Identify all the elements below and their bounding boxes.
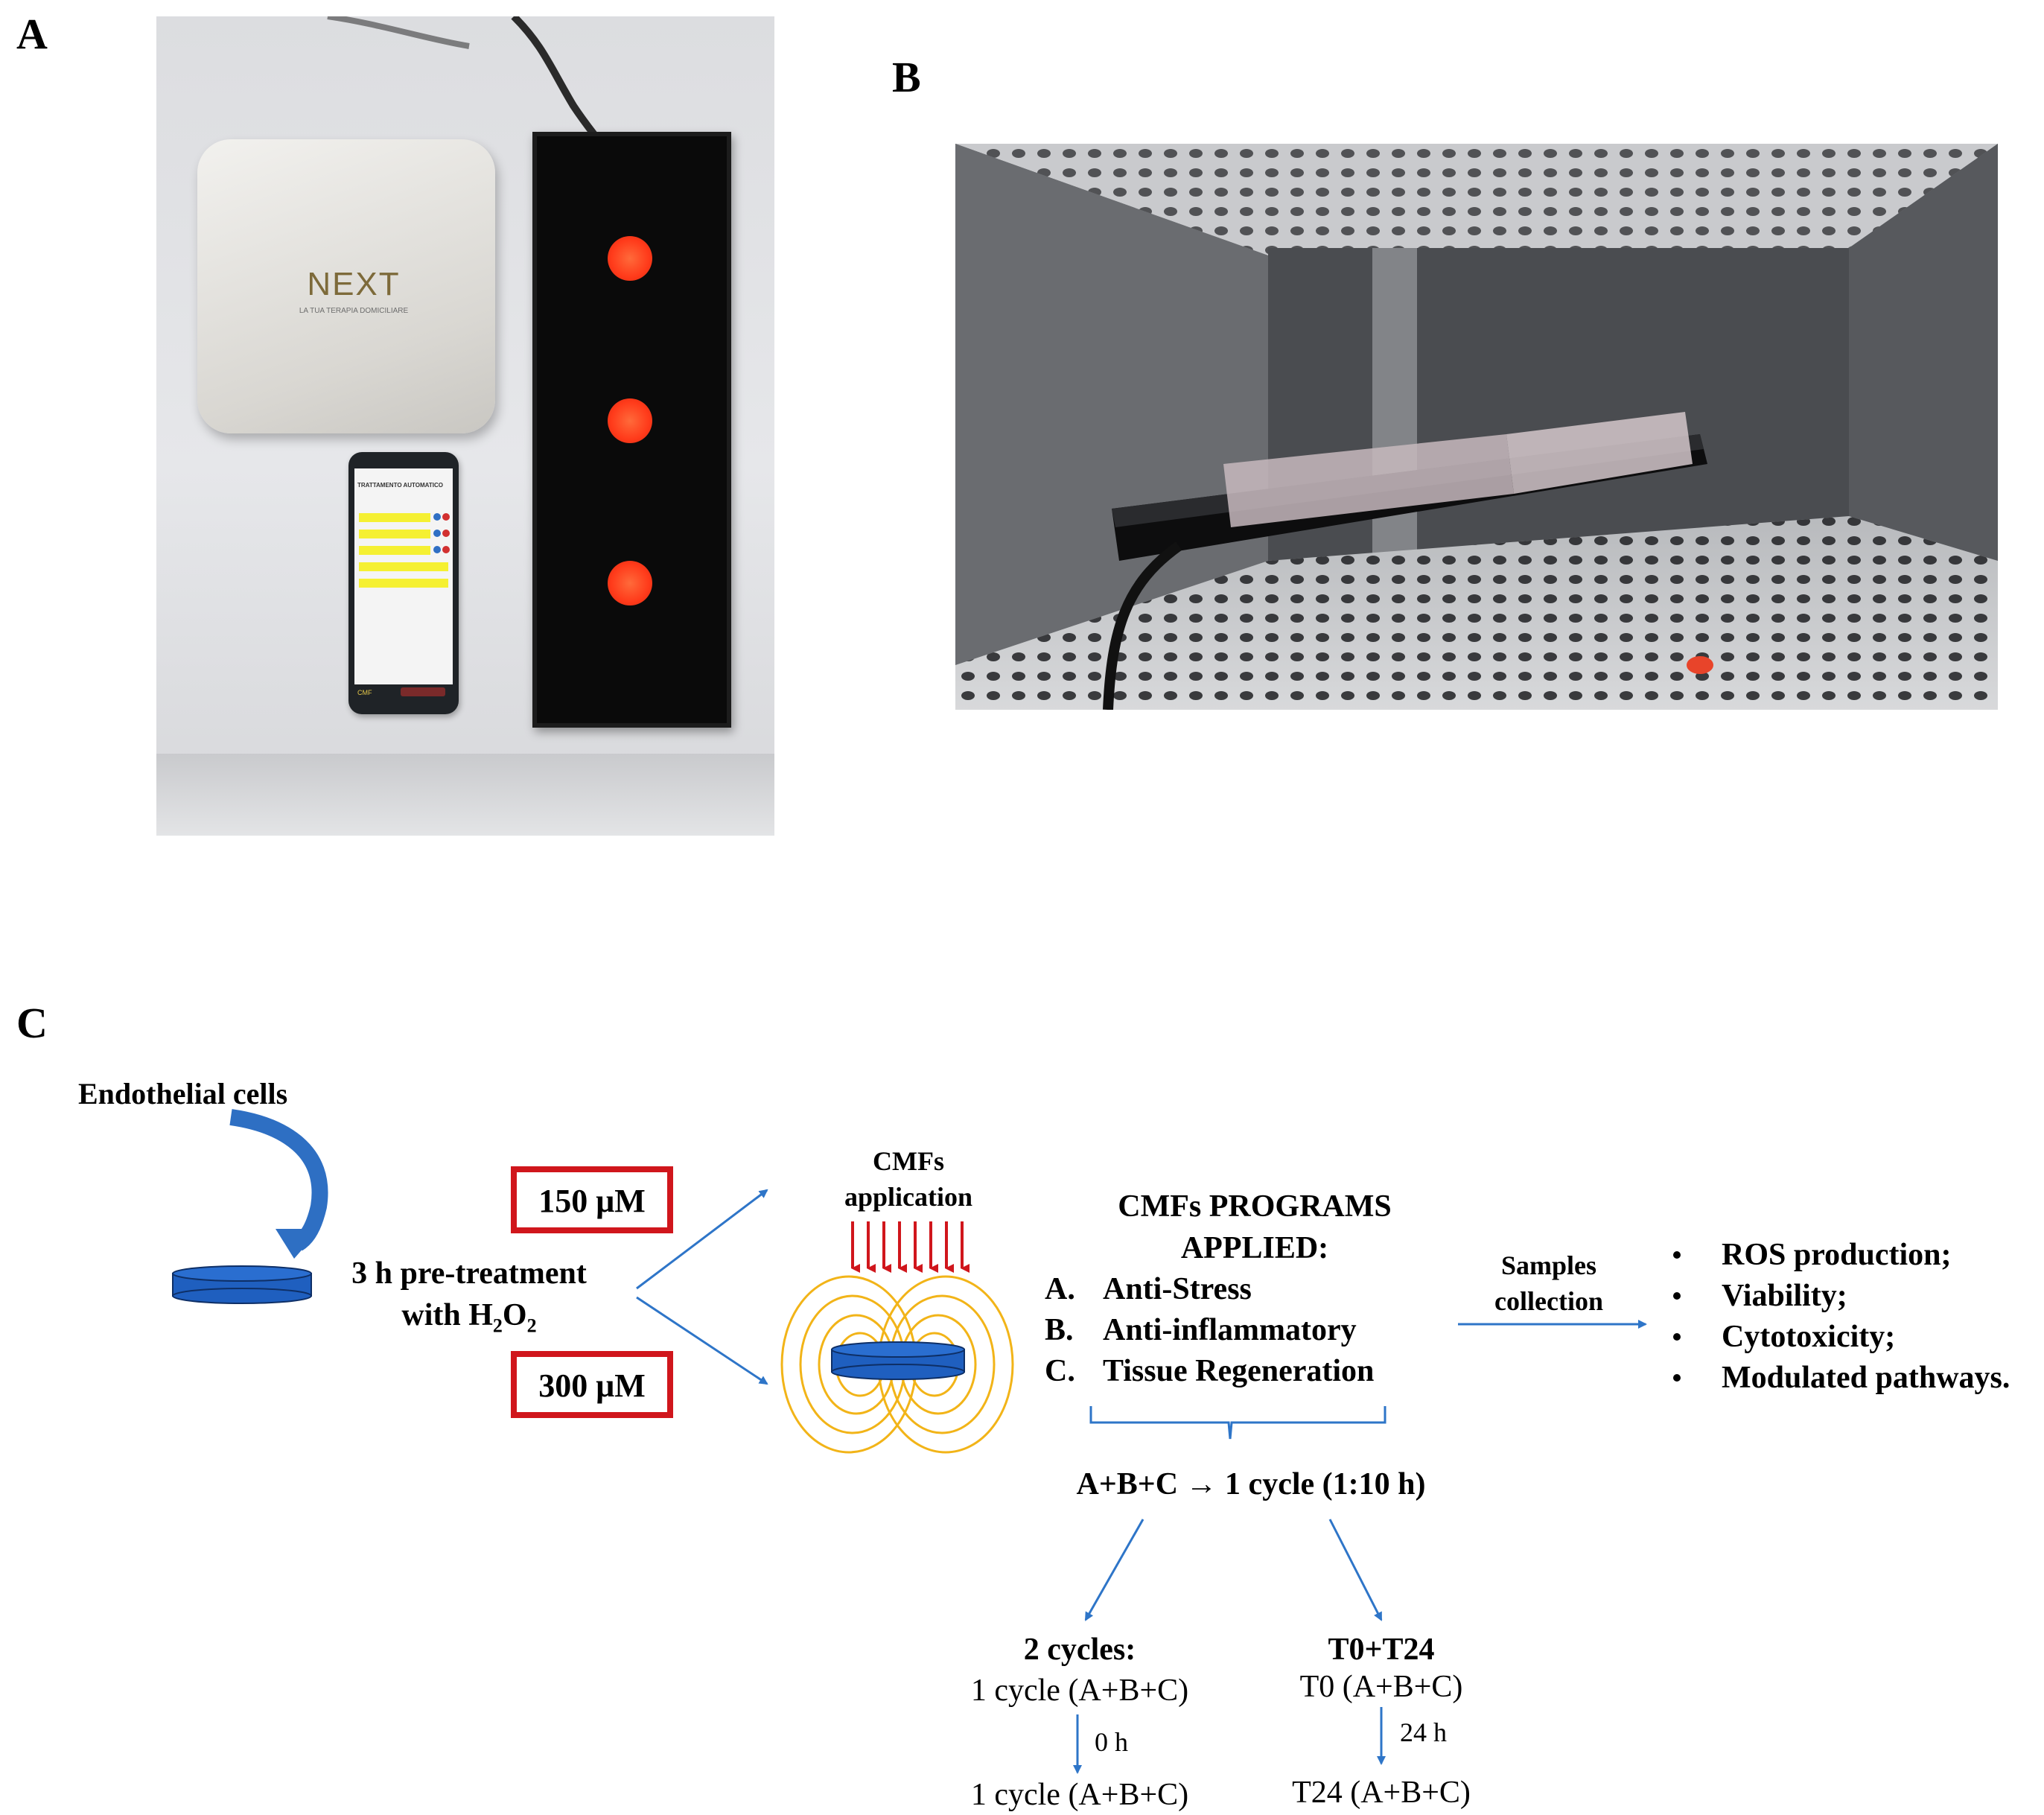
arrow-to-cmf-lower (636, 1296, 768, 1385)
arrow-to-t0-t24 (1328, 1519, 1383, 1621)
pretreatment-label: 3 h pre-treatment with H2O2 (328, 1253, 611, 1347)
panel-label-c: C (16, 999, 48, 1047)
arrow-to-two-cycles (1084, 1519, 1144, 1621)
programs-brace (1089, 1406, 1386, 1440)
cmf-application-line1: CMFs (873, 1146, 944, 1176)
petri-dish-icon (172, 1265, 312, 1304)
pretreatment-line1: 3 h pre-treatment (351, 1256, 587, 1291)
applicator-led-dot (608, 236, 652, 281)
samples-collection-label: Samples collection (1456, 1247, 1642, 1319)
pretreatment-line2: with H2O2 (401, 1298, 537, 1337)
cmf-applicator-mat (532, 132, 731, 728)
outcome-item: Viability; (1722, 1279, 1847, 1313)
t0-t24-title: T0+T24 (1328, 1633, 1435, 1667)
phone-screen-title: TRATTAMENTO AUTOMATICO (357, 482, 443, 489)
program-item: A.Anti-Stress (1045, 1272, 1252, 1306)
cmf-generator-box: NEXT LA TUA TERAPIA DOMICILIARE (197, 139, 495, 433)
cycle-definition: A+B+C → 1 cycle (1:10 h) (1076, 1467, 1426, 1501)
samples-line2: collection (1494, 1286, 1603, 1316)
cells-label: Endothelial cells (78, 1077, 288, 1110)
smartphone: TRATTAMENTO AUTOMATICO CMF (348, 452, 459, 714)
programs-title-line2: APPLIED: (1180, 1231, 1329, 1265)
arrow-to-cmf-upper (636, 1189, 768, 1290)
cmf-application-line2: application (844, 1182, 973, 1212)
outcome-item: Modulated pathways. (1722, 1361, 2010, 1395)
concentration-150: 150 μM (538, 1183, 646, 1219)
bullet-dot (1673, 1333, 1681, 1341)
outcome-item: ROS production; (1722, 1238, 1952, 1272)
applicator-led-dot (608, 561, 652, 605)
bullet-dot (1673, 1251, 1681, 1259)
panel-label-b: B (892, 53, 921, 101)
bullet-dot (1673, 1292, 1681, 1300)
samples-line1: Samples (1500, 1250, 1597, 1280)
program-item: C.Tissue Regeneration (1045, 1354, 1375, 1388)
brand-tagline: LA TUA TERAPIA DOMICILIARE (299, 307, 409, 315)
concentration-300: 300 μM (538, 1367, 646, 1404)
programs-title-line1: CMFs PROGRAMS (1118, 1189, 1392, 1224)
programs-title: CMFs PROGRAMS APPLIED: (1080, 1186, 1430, 1269)
t0-first: T0 (A+B+C) (1299, 1670, 1463, 1704)
concentration-box-300 (511, 1351, 673, 1418)
petri-dish-treated-icon (831, 1341, 965, 1380)
two-cycles-title: 2 cycles: (1023, 1633, 1136, 1667)
brand-logo: NEXT (307, 266, 401, 302)
program-item: B.Anti-inflammatory (1045, 1313, 1357, 1347)
curved-arrow-cells (229, 1109, 328, 1251)
photo-device-setup: NEXT LA TUA TERAPIA DOMICILIARE TRATTAME… (156, 16, 774, 836)
outcome-item: Cytotoxicity; (1722, 1320, 1896, 1354)
t24-second: T24 (A+B+C) (1292, 1776, 1471, 1810)
concentration-box-150 (511, 1166, 673, 1233)
incubator-interior (955, 144, 1998, 710)
curved-arrow-head (276, 1229, 320, 1259)
phone-screen: TRATTAMENTO AUTOMATICO (354, 468, 453, 684)
cmf-arrows (851, 1221, 970, 1273)
cmf-application-label: CMFs application (804, 1143, 1013, 1215)
applicator-led-dot (608, 398, 652, 443)
photo-incubator (955, 144, 1998, 710)
two-cycles-second: 1 cycle (A+B+C) (970, 1778, 1189, 1812)
t24-gap: 24 h (1400, 1717, 1447, 1747)
two-cycles-gap: 0 h (1095, 1727, 1128, 1757)
two-cycles-first: 1 cycle (A+B+C) (970, 1673, 1189, 1708)
bullet-dot (1673, 1374, 1681, 1382)
panel-label-a: A (16, 10, 48, 58)
phone-footer: CMF (357, 689, 372, 696)
